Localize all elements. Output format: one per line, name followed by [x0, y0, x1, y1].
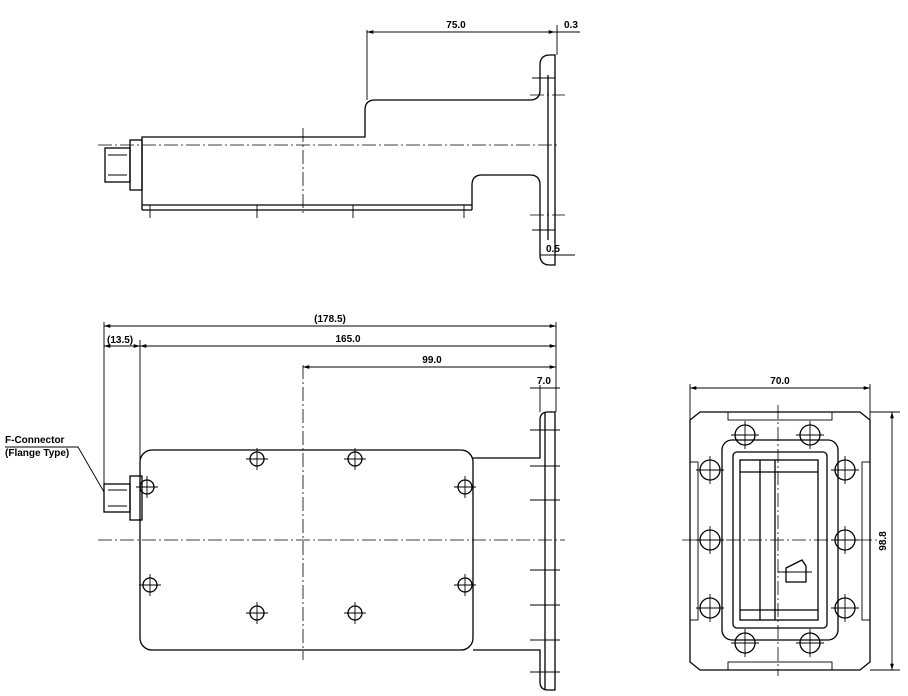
callout-line2: (Flange Type) [5, 448, 69, 459]
callout-line1: F-Connector [5, 435, 65, 446]
dim-0-5: 0.5 [546, 244, 560, 255]
side-view: 75.0 0.3 0.5 [98, 20, 580, 266]
dim-13-5: (13.5) [107, 335, 133, 346]
dim-75: 75.0 [446, 20, 466, 31]
dim-178-5: (178.5) [314, 314, 346, 325]
dim-70: 70.0 [770, 376, 790, 387]
top-view: (178.5) (13.5) 165.0 99.0 7.0 F-Connecto… [5, 314, 565, 691]
dim-99: 99.0 [422, 355, 442, 366]
dim-0-3: 0.3 [564, 20, 578, 31]
dim-98-8: 98.8 [878, 531, 889, 551]
dim-165: 165.0 [335, 334, 360, 345]
end-view: 70.0 98.8 [682, 376, 900, 676]
dim-7: 7.0 [537, 376, 551, 387]
